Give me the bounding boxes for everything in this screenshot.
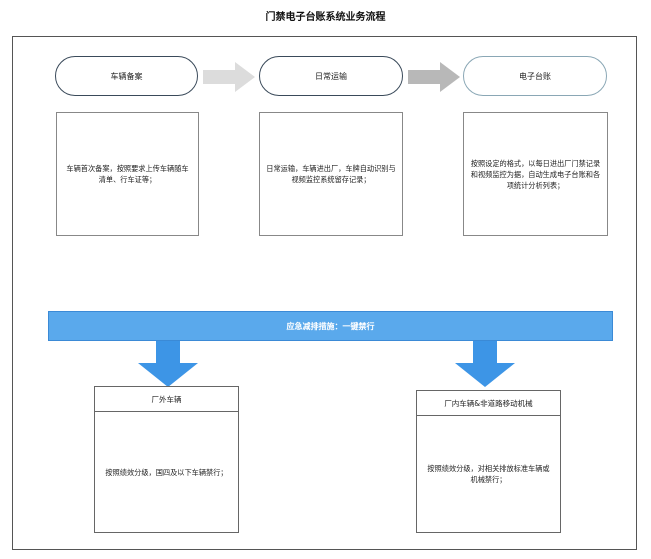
flow-arrow-1 [203, 62, 255, 92]
measure-internal-desc: 按照绩效分级，对相关排放标准车辆或机械禁行； [427, 464, 550, 484]
measure-internal-vehicles: 厂内车辆&非道路移动机械 按照绩效分级，对相关排放标准车辆或机械禁行； [416, 390, 561, 533]
emergency-measure-banner: 应急减排措施：一键禁行 [48, 311, 613, 341]
down-arrow-left [138, 341, 198, 387]
diagram-title: 门禁电子台账系统业务流程 [265, 12, 386, 23]
measure-external-vehicles: 厂外车辆 按照绩效分级，国四及以下车辆禁行； [94, 386, 239, 533]
step-registration: 车辆备案 [55, 56, 198, 96]
measure-external-title: 厂外车辆 [95, 387, 238, 412]
step-registration-desc: 车辆首次备案，按照要求上传车辆随车清单、行车证等； [56, 112, 199, 236]
step-daily-transport-desc: 日常运输，车辆进出厂，车牌自动识别与视频监控系统留存记录； [259, 112, 403, 236]
step-daily-transport: 日常运输 [259, 56, 403, 96]
step-e-ledger: 电子台账 [463, 56, 607, 96]
down-arrow-right [455, 341, 515, 387]
measure-internal-title: 厂内车辆&非道路移动机械 [417, 391, 560, 416]
measure-external-desc: 按照绩效分级，国四及以下车辆禁行； [105, 467, 228, 477]
flow-arrow-2 [408, 62, 460, 92]
step-e-ledger-desc: 按照设定的格式，以每日进出厂门禁记录和视频监控为据，自动生成电子台账和各项统计分… [463, 112, 608, 236]
